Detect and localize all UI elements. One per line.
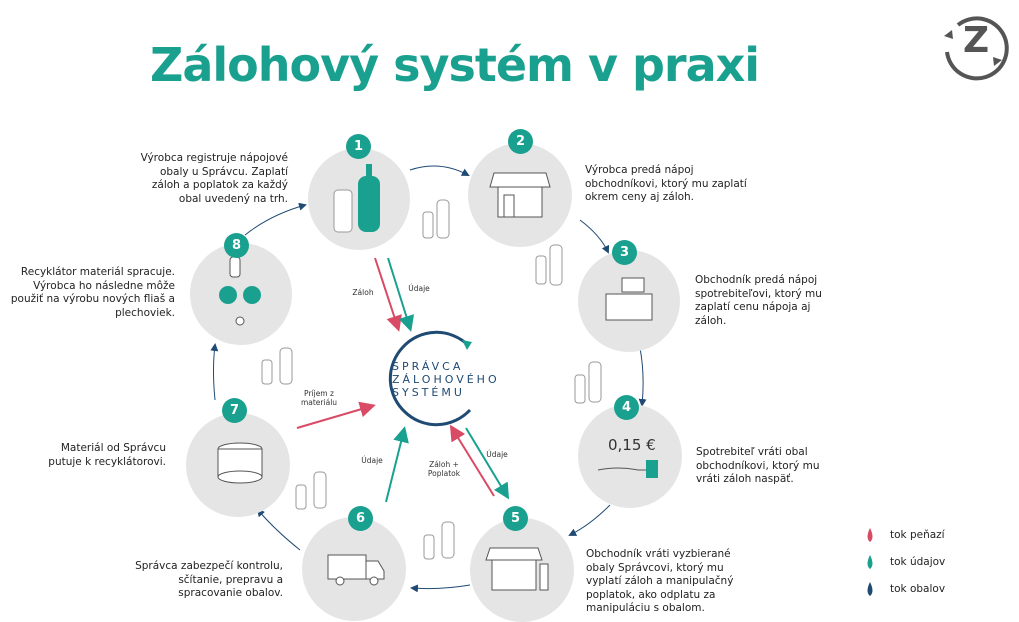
flow-label-zaloh: Záloh	[352, 288, 374, 297]
step-8-circle	[190, 243, 292, 345]
money-arrow-7	[296, 401, 376, 429]
center-label: SPRÁVCA ZÁLOHOVÉHO SYSTÉMU	[392, 360, 500, 399]
center-ring-icon	[388, 331, 472, 426]
step-1-text: Výrobca registruje nápojové obaly u Sprá…	[140, 152, 288, 205]
step-6-text: Správca zabezpečí kontrolu, sčítanie, pr…	[135, 560, 283, 599]
deposit-amount: 0,15 €	[608, 436, 656, 454]
step-5-badge: 5	[503, 506, 528, 531]
step-5-text: Obchodník vráti vyzbierané obaly Správco…	[586, 548, 734, 614]
step-8-text: Recyklátor materiál spracuje. Výrobca ho…	[10, 266, 175, 319]
legend-data: tok údajov	[890, 556, 946, 568]
step-8-badge: 8	[224, 233, 249, 258]
step-3-circle	[578, 250, 680, 352]
legend-packaging: tok obalov	[890, 583, 946, 595]
hand-icon	[597, 460, 658, 478]
money-arrow-5	[449, 424, 495, 497]
step-1-circle	[308, 148, 410, 250]
data-arrow-1	[387, 257, 415, 332]
step-2-badge: 2	[508, 129, 533, 154]
data-arrow-6	[385, 426, 409, 503]
legend-drop-packaging	[867, 582, 873, 596]
flow-label-udaje-1: Údaje	[408, 284, 430, 293]
bottles-icon	[261, 199, 602, 560]
shop-icon	[489, 172, 551, 218]
step-6-badge: 6	[348, 506, 373, 531]
step-2-text: Výrobca predá nápoj obchodníkovi, ktorý …	[585, 164, 747, 203]
logo-letter: Z	[963, 20, 990, 61]
data-arrow-5	[465, 427, 510, 500]
step-1-badge: 1	[346, 134, 371, 159]
step-6-circle	[302, 517, 406, 621]
shop-icon	[485, 547, 549, 591]
step-4-circle: 0,15 €	[578, 404, 682, 508]
step-2-circle	[468, 143, 572, 247]
legend-money: tok peňazí	[890, 529, 945, 541]
flow-label-udaje-5: Údaje	[486, 450, 508, 459]
legend-drop-data	[867, 555, 873, 569]
flow-label-prijem: Príjem z materiálu	[300, 389, 338, 407]
recycling-gears-icon	[219, 256, 261, 326]
packaging-flow-arrows	[210, 165, 647, 593]
step-4-text: Spotrebiteľ vráti obal obchodníkovi, kto…	[696, 446, 820, 485]
page-title: Zálohový systém v praxi	[150, 38, 760, 92]
step-3-text: Obchodník predá nápoj spotrebiteľovi, kt…	[695, 274, 822, 327]
step-7-circle	[186, 413, 290, 517]
coins-icon	[217, 442, 263, 484]
step-7-text: Materiál od Správcu putuje k recyklátoro…	[48, 442, 166, 468]
bottle-icon	[333, 164, 380, 233]
step-3-badge: 3	[612, 240, 637, 265]
money-arrow-1	[374, 257, 402, 332]
van-icon	[327, 554, 385, 586]
logo-icon	[944, 16, 1009, 81]
flow-label-zaloh-poplatok: Záloh + Poplatok	[427, 460, 461, 478]
step-7-badge: 7	[222, 398, 247, 423]
step-5-circle	[470, 518, 574, 622]
flow-label-udaje-6: Údaje	[361, 456, 383, 465]
legend-drop-money	[867, 528, 873, 542]
cash-register-icon	[605, 277, 653, 321]
step-4-badge: 4	[614, 395, 639, 420]
